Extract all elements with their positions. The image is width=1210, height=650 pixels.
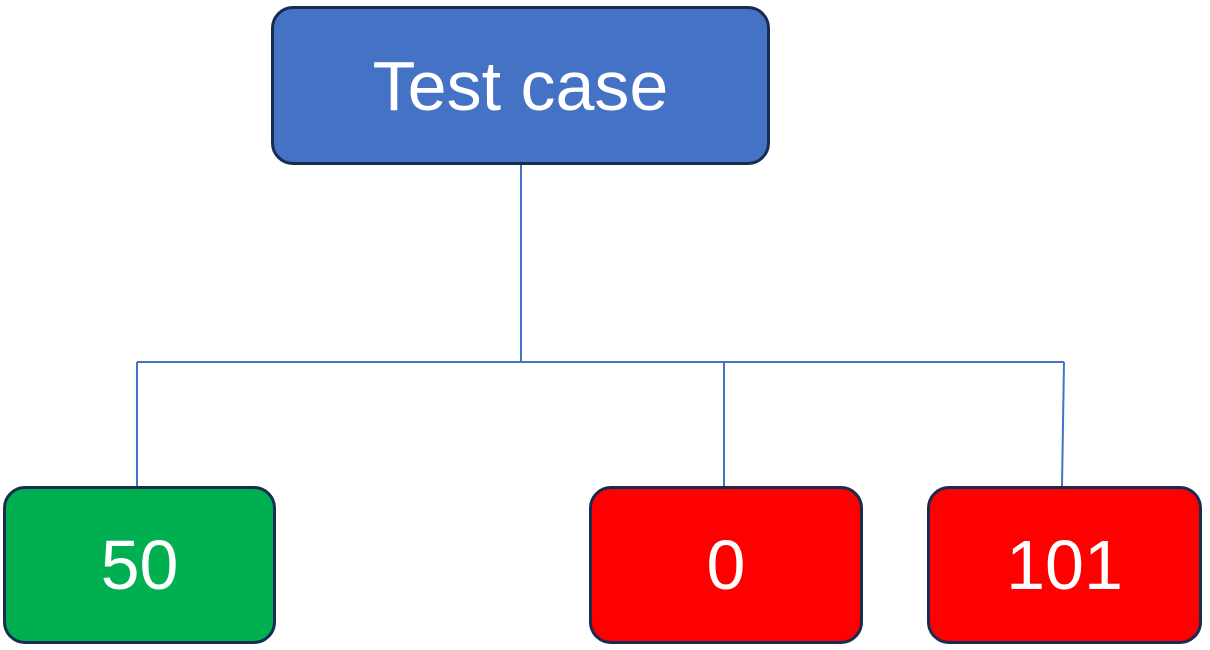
branch-line-101 (1061, 361, 1065, 488)
test-case-root-node: Test case (271, 6, 770, 165)
test-value-label-50: 50 (100, 526, 179, 604)
test-value-label-101: 101 (1006, 526, 1123, 604)
test-case-root-label: Test case (372, 46, 669, 125)
test-value-label-0: 0 (706, 526, 746, 604)
test-value-node-50: 50 (3, 486, 276, 644)
test-value-node-101: 101 (927, 486, 1202, 644)
test-value-node-0: 0 (589, 486, 863, 644)
